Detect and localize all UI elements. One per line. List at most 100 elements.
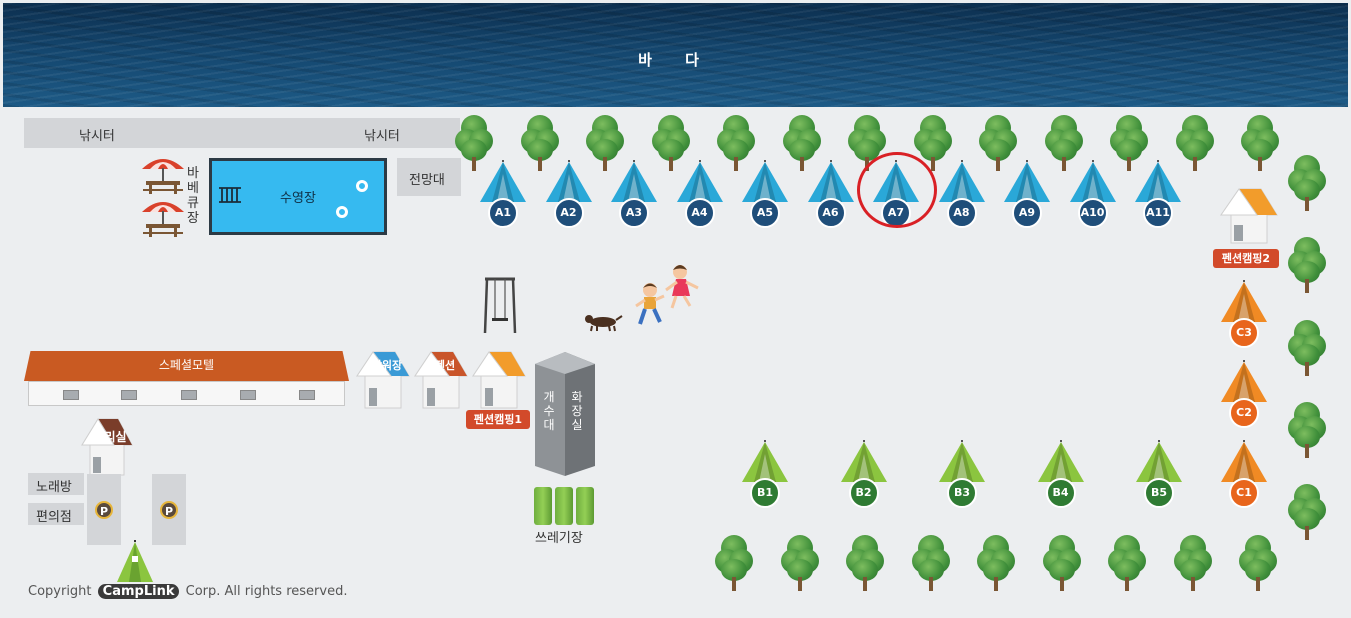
tree-icon: [455, 115, 493, 173]
pension-camping-1[interactable]: [469, 348, 527, 414]
motel-building[interactable]: [28, 381, 345, 406]
tree-icon: [1288, 155, 1326, 213]
trash-label[interactable]: 쓰레기장: [535, 531, 583, 546]
campsite-c1[interactable]: C1: [1219, 438, 1269, 512]
pool-label: 수영장: [280, 191, 316, 206]
sea-label: 바 다: [638, 51, 713, 69]
dog-icon: [585, 315, 623, 332]
swimming-pool[interactable]: 수영장: [209, 158, 387, 235]
campsite-a10[interactable]: A10: [1068, 158, 1118, 232]
site-label: B4: [1045, 478, 1076, 508]
site-label: A6: [815, 198, 846, 228]
site-label: A4: [684, 198, 715, 228]
pension-camping-2-label: 펜션캠핑2: [1213, 249, 1279, 268]
site-label: B3: [947, 478, 977, 508]
site-label: B2: [848, 478, 879, 508]
site-label: A8: [946, 198, 977, 228]
kitchen-toilet-building[interactable]: [533, 350, 597, 478]
logo-tent-icon: [117, 540, 153, 582]
campsite-a3[interactable]: A3: [609, 158, 659, 232]
parking-area[interactable]: P: [87, 474, 121, 545]
toilet-label: 화 장 실: [571, 390, 583, 432]
site-label: A2: [553, 198, 584, 228]
tree-icon: [586, 115, 624, 173]
fishing-area-right[interactable]: 낚시터: [234, 118, 460, 148]
tent-icon: [1068, 158, 1118, 208]
tent-icon: [740, 438, 790, 488]
tent-icon: [1219, 358, 1269, 408]
tent-icon: [675, 158, 725, 208]
tree-icon: [715, 535, 753, 593]
campsite-b3[interactable]: B3: [937, 438, 987, 512]
tree-icon: [651, 115, 690, 173]
house-icon[interactable]: [78, 415, 134, 477]
tree-icon: [1288, 484, 1326, 542]
campsite-b2[interactable]: B2: [839, 438, 889, 512]
tree-icon: [848, 115, 886, 173]
camplink-logo[interactable]: CampLink: [97, 584, 180, 599]
tree-icon: [1288, 237, 1326, 295]
tree-icon: [782, 115, 821, 173]
tent-icon: [609, 158, 659, 208]
window: [121, 390, 137, 400]
campsite-a2[interactable]: A2: [544, 158, 594, 232]
parasol-table-icon: [142, 159, 184, 194]
pension-label: 펜션: [434, 359, 456, 372]
tree-icon: [1108, 535, 1146, 593]
copyright-text: Copyright CampLink Corp. All rights rese…: [28, 584, 348, 599]
tree-icon: [1175, 115, 1214, 173]
campsite-a8[interactable]: A8: [937, 158, 987, 232]
campsite-a9[interactable]: A9: [1002, 158, 1052, 232]
campsite-c2[interactable]: C2: [1219, 358, 1269, 432]
tent-icon: [478, 158, 528, 208]
tree-icon: [780, 535, 819, 593]
campsite-a4[interactable]: A4: [675, 158, 725, 232]
tree-icon: [1110, 115, 1148, 173]
parking-area[interactable]: P: [152, 474, 186, 545]
tent-icon: [1036, 438, 1086, 488]
tree-icon: [846, 535, 884, 593]
site-label: A3: [619, 198, 649, 228]
campsite-a11[interactable]: A11: [1133, 158, 1183, 232]
tent-icon: [937, 438, 987, 488]
tree-icon: [717, 115, 755, 173]
tent-icon: [806, 158, 856, 208]
house-icon: [472, 351, 526, 409]
parking-icon: P: [160, 501, 178, 519]
tree-icon: [1239, 535, 1277, 593]
fishing-right-label: 낚시터: [364, 129, 400, 144]
life-ring-icon: [356, 180, 368, 192]
house-icon: [414, 351, 468, 409]
shower-room[interactable]: 샤워장: [353, 348, 411, 414]
fishing-area-left[interactable]: 낚시터: [24, 118, 234, 148]
campsite-b1[interactable]: B1: [740, 438, 790, 512]
parking-icon: P: [95, 501, 113, 519]
karaoke[interactable]: 노래방: [28, 473, 84, 495]
tree-icon: [1042, 535, 1081, 593]
campsite-b4[interactable]: B4: [1036, 438, 1086, 512]
parasol-table-icon: [142, 202, 184, 237]
shower-room-label: 샤워장: [371, 359, 403, 372]
campsite-a5[interactable]: A5: [740, 158, 790, 232]
motel-roof[interactable]: [24, 351, 349, 381]
tent-icon: [1002, 158, 1052, 208]
office-label: 관리실: [93, 430, 127, 444]
observatory-label: 전망대: [409, 173, 445, 188]
site-label: A11: [1143, 198, 1173, 228]
kids-icon: [635, 265, 699, 325]
campsite-c3[interactable]: C3: [1219, 278, 1269, 352]
site-label: A9: [1012, 198, 1042, 228]
site-label: A10: [1077, 198, 1108, 228]
campsite-a6[interactable]: A6: [806, 158, 856, 232]
campsite-b5[interactable]: B5: [1134, 438, 1184, 512]
pension[interactable]: 펜션: [411, 348, 469, 414]
convenience-store[interactable]: 편의점: [28, 503, 84, 525]
campsite-a1[interactable]: A1: [478, 158, 528, 232]
house-icon[interactable]: [1217, 185, 1279, 247]
house-icon: [356, 351, 410, 409]
bbq-label[interactable]: 바 베 큐 장: [187, 166, 199, 226]
observatory[interactable]: 전망대: [397, 158, 461, 196]
motel-label: 스페셜모텔: [158, 358, 215, 372]
window: [299, 390, 315, 400]
site-label: A1: [488, 198, 518, 228]
